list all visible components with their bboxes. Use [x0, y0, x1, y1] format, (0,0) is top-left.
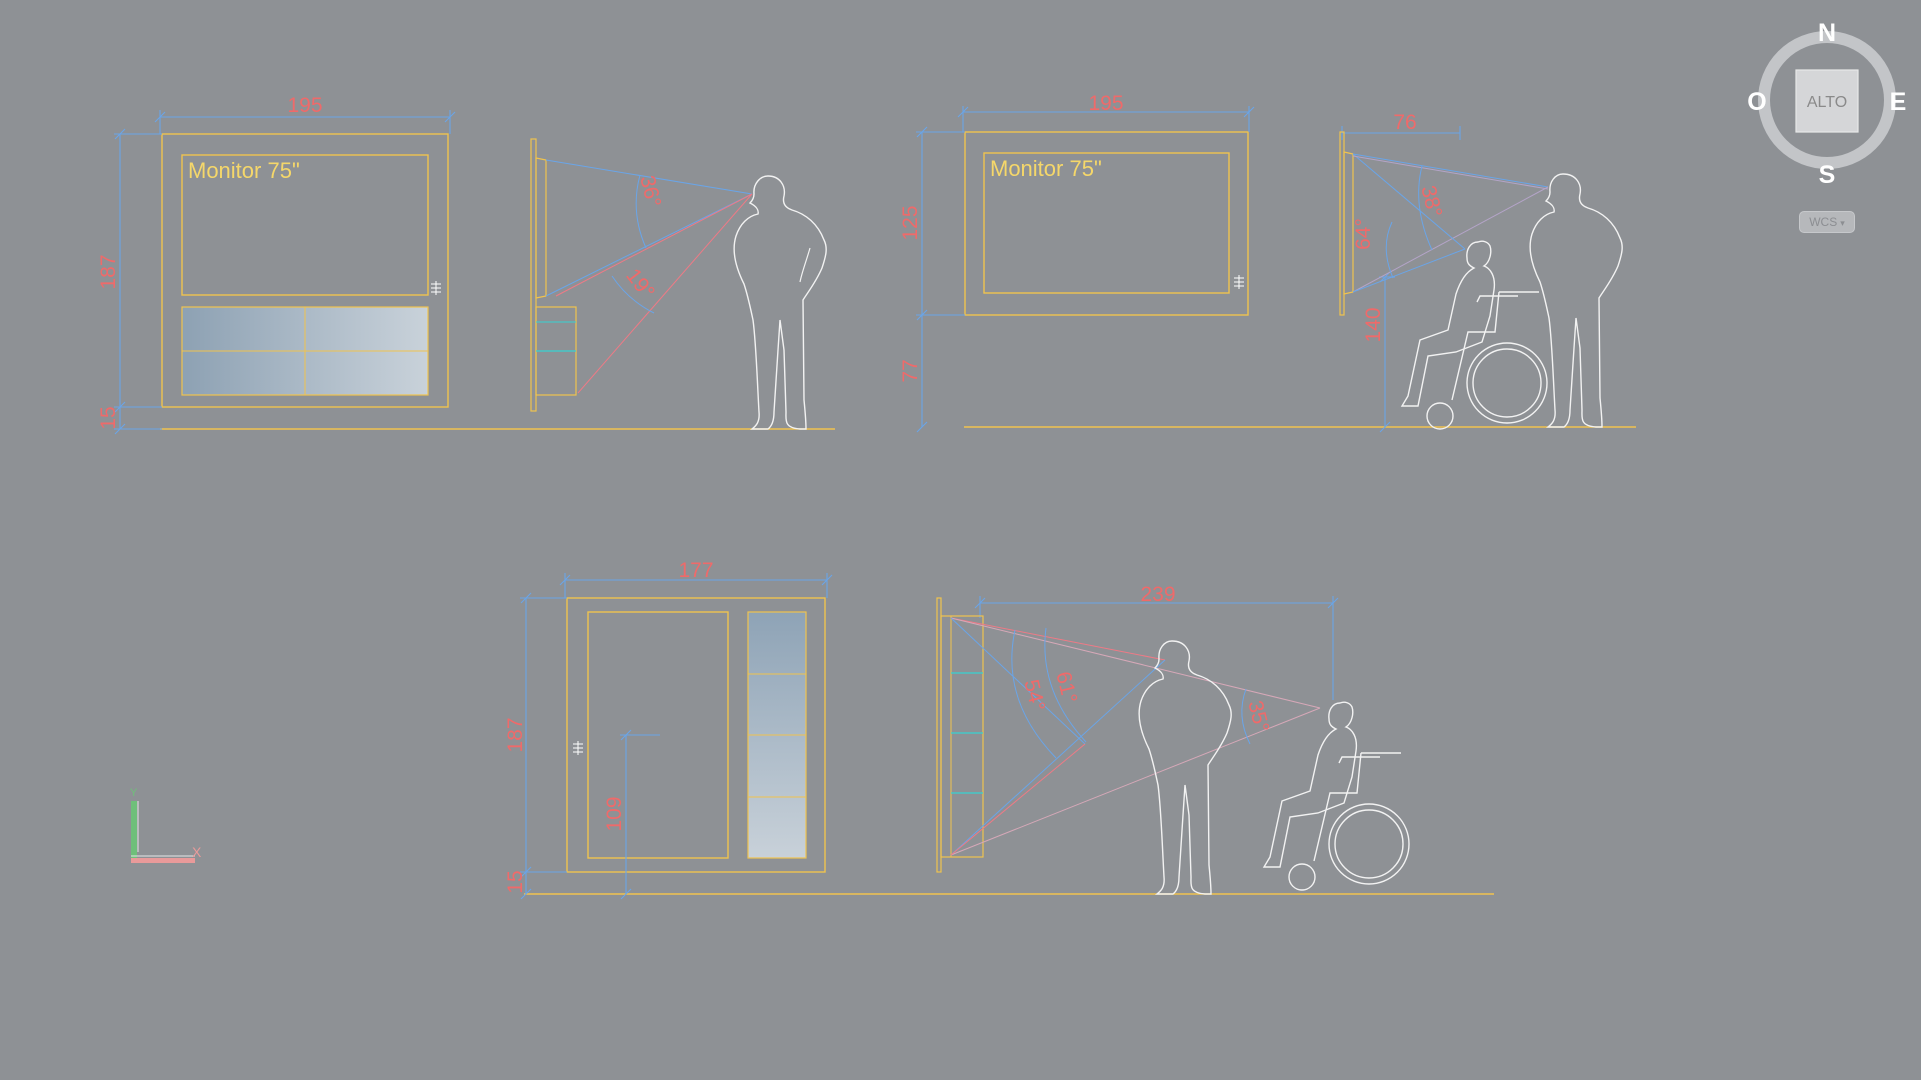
- angle-lower: 19°: [621, 264, 659, 303]
- dimension-depth: 76: [1393, 111, 1416, 134]
- wcs-menu-button[interactable]: WCS▾: [1799, 211, 1855, 233]
- viewcube-compass-ring[interactable]: [1758, 31, 1896, 169]
- dimension-base: 15: [504, 870, 527, 893]
- dimension-width: 195: [287, 94, 322, 117]
- dimension-screen-height: 125: [899, 205, 922, 240]
- compass-east[interactable]: E: [1890, 88, 1907, 116]
- compass-south[interactable]: S: [1819, 161, 1836, 189]
- y-axis-label: Y: [130, 787, 138, 799]
- cabinet-frame: [161, 133, 449, 408]
- sight-lines: [950, 617, 1321, 856]
- arm-line: [799, 247, 811, 283]
- monitor-label: Monitor 75": [188, 158, 300, 183]
- compass-north[interactable]: N: [1818, 19, 1836, 47]
- sight-lines: [1352, 153, 1549, 293]
- dimension-mount-height: 77: [899, 359, 922, 382]
- connector-symbol: [431, 281, 441, 295]
- panel-b-elevation: Monitor 75" 195 12: [899, 92, 1636, 433]
- angle-wheelchair: 35°: [1243, 698, 1273, 734]
- cabinet-side: [940, 615, 984, 858]
- chevron-down-icon: ▾: [1840, 218, 1845, 228]
- connector-symbol: [573, 741, 583, 755]
- dimension-lines: [916, 106, 1461, 433]
- dimension-height: 187: [504, 717, 527, 752]
- dimension-lines: [114, 110, 456, 435]
- wcs-label: WCS: [1809, 215, 1838, 229]
- dimension-height: 187: [97, 254, 120, 289]
- dimension-lines: [520, 573, 1339, 900]
- ucs-icon: Y X: [130, 787, 202, 863]
- dimension-distance: 239: [1140, 583, 1175, 606]
- sight-lines: [545, 159, 753, 394]
- dimension-base: 15: [97, 406, 120, 429]
- wheelchair-user-figure: [1262, 701, 1410, 891]
- panel-a-elevation: Monitor 75" 195 187: [97, 94, 835, 435]
- viewcube-face-label[interactable]: ALTO: [1807, 94, 1847, 111]
- cabinet-frame: [566, 597, 826, 873]
- compass-west[interactable]: O: [1747, 88, 1766, 116]
- monitor-label: Monitor 75": [990, 156, 1102, 181]
- viewcube-face[interactable]: [1795, 69, 1859, 133]
- viewcube[interactable]: ALTO N S E O: [1747, 19, 1906, 189]
- monitor-side: [535, 157, 547, 299]
- angle-wheelchair: 64°: [1352, 218, 1375, 250]
- door-outline: [587, 611, 729, 859]
- dimension-eye-height: 140: [1362, 307, 1385, 342]
- angle-b: 61°: [1051, 669, 1081, 705]
- monitor-outline: [181, 154, 429, 296]
- standing-person-figure: [1138, 640, 1232, 895]
- dimension-width: 177: [678, 559, 713, 582]
- dimension-handle-height: 109: [603, 796, 626, 831]
- connector-symbol: [1234, 275, 1244, 289]
- x-axis-label: X: [192, 844, 202, 860]
- monitor-outline: [983, 152, 1230, 294]
- wheelchair-user-figure: [1400, 240, 1548, 430]
- panel-c-elevation: 177 187 109 15 239 54° 61° 35°: [504, 559, 1494, 900]
- angle-a: 54°: [1019, 677, 1049, 713]
- wall-section: [530, 138, 537, 412]
- monitor-frame: [964, 131, 1249, 316]
- dimension-width: 195: [1088, 92, 1123, 115]
- standing-person-figure: [733, 175, 827, 430]
- standing-person-figure: [1529, 173, 1623, 428]
